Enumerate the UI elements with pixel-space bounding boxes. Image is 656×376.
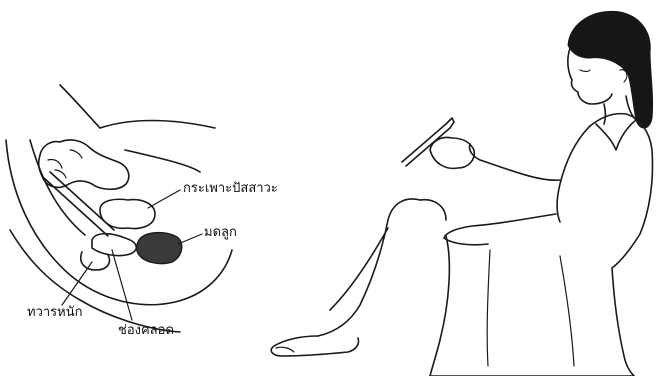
woman-figure xyxy=(271,11,652,376)
skirt xyxy=(430,236,634,376)
rectum-shape xyxy=(81,252,110,270)
leader-vagina xyxy=(112,250,132,320)
toes xyxy=(276,347,294,352)
body-outline xyxy=(6,140,232,305)
skirt-fold-2 xyxy=(487,250,490,366)
shin-front xyxy=(420,200,446,220)
collar xyxy=(596,120,636,150)
applicator-cap xyxy=(446,118,454,128)
raised-hand xyxy=(430,138,474,169)
label-vagina: ช่องคลอด xyxy=(118,324,174,337)
ear xyxy=(620,70,627,82)
leader-uterus xyxy=(178,234,202,244)
label-anus: ทวารหนัก xyxy=(27,306,82,319)
neck xyxy=(604,96,636,124)
raised-arm xyxy=(469,144,560,180)
hand-outline xyxy=(39,140,129,189)
held-applicator xyxy=(402,124,450,166)
eye xyxy=(580,70,590,72)
label-bladder: กระเพาะปัสสาวะ xyxy=(183,182,278,195)
calf xyxy=(330,228,388,310)
uterus-shape xyxy=(137,233,182,264)
label-uterus: มดลูก xyxy=(204,226,237,239)
skirt-fold-1 xyxy=(560,256,574,366)
knee-leg xyxy=(318,199,420,336)
resting-hand xyxy=(444,238,488,245)
thigh-outline xyxy=(60,85,100,128)
resting-arm xyxy=(444,214,556,238)
leader-bladder xyxy=(148,190,180,208)
vaginal-wall xyxy=(92,234,136,256)
upper-arm-line xyxy=(100,121,215,129)
anatomy-diagram xyxy=(6,85,232,332)
leg-line xyxy=(125,150,200,172)
bladder-shape xyxy=(100,199,155,228)
foot xyxy=(271,336,358,356)
blouse-front xyxy=(557,126,590,222)
